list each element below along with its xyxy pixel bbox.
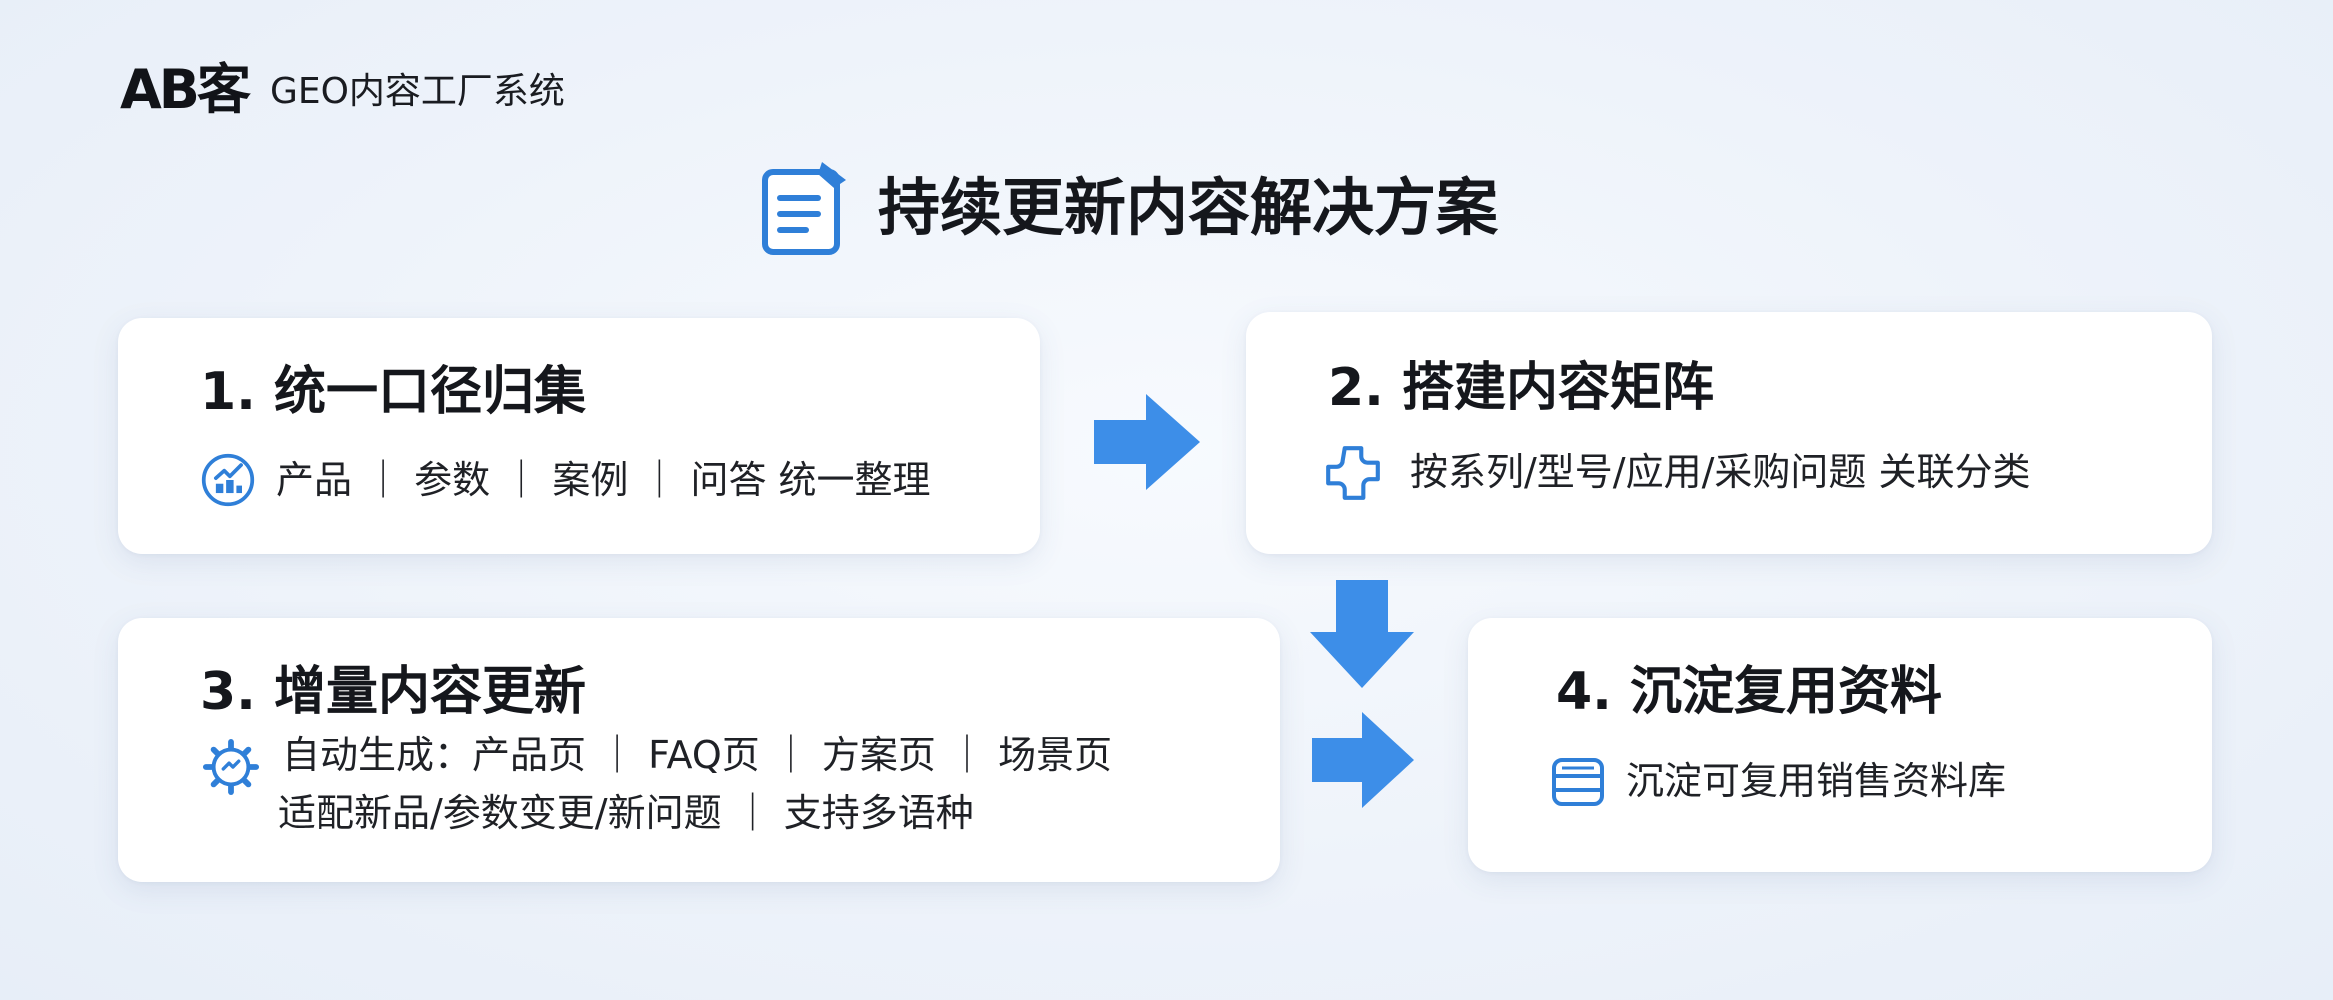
step-card-2: 2. 搭建内容矩阵 按系列/型号/应用/采购问题 关联分类	[1246, 312, 2212, 554]
page-title-row: 持续更新内容解决方案	[760, 158, 1498, 258]
archive-box-icon	[1552, 758, 1604, 806]
step-description-3a: 自动生成：产品页 ｜ FAQ页 ｜ 方案页 ｜ 场景页	[282, 733, 1113, 777]
arrow-right-icon	[1312, 712, 1414, 808]
step-description-3b: 适配新品/参数变更/新问题 ｜ 支持多语种	[278, 791, 974, 835]
step-description-4: 沉淀可复用销售资料库	[1626, 759, 2007, 803]
step-card-4: 4. 沉淀复用资料 沉淀可复用销售资料库	[1468, 618, 2212, 872]
checklist-icon	[201, 453, 255, 507]
document-edit-icon	[762, 162, 846, 255]
step-description-1: 产品 ｜ 参数 ｜ 案例 ｜ 问答 统一整理	[276, 458, 931, 502]
step-title-4: 4. 沉淀复用资料	[1556, 662, 1943, 722]
gear-icon	[202, 738, 260, 796]
arrow-down-icon	[1310, 580, 1414, 688]
puzzle-icon	[1326, 446, 1380, 500]
arrow-right-icon	[1094, 394, 1200, 490]
page-title: 持续更新内容解决方案	[878, 171, 1499, 244]
step-title-2: 2. 搭建内容矩阵	[1328, 358, 1715, 418]
brand-name: GEO内容工厂系统	[269, 71, 565, 112]
step-description-2: 按系列/型号/应用/采购问题 关联分类	[1410, 450, 2031, 494]
step-title-1: 1. 统一口径归集	[200, 362, 587, 422]
step-card-3: 3. 增量内容更新 自动生成：产品页 ｜ FAQ页 ｜ 方案页 ｜ 场景页 适配…	[118, 618, 1280, 882]
step-card-1: 1. 统一口径归集 产品 ｜ 参数 ｜ 案例 ｜ 问答 统一整理	[118, 318, 1040, 554]
brand-logo: AB客	[120, 58, 251, 121]
step-title-3: 3. 增量内容更新	[200, 662, 587, 722]
brand-header: AB客 GEO内容工厂系统	[120, 58, 565, 122]
